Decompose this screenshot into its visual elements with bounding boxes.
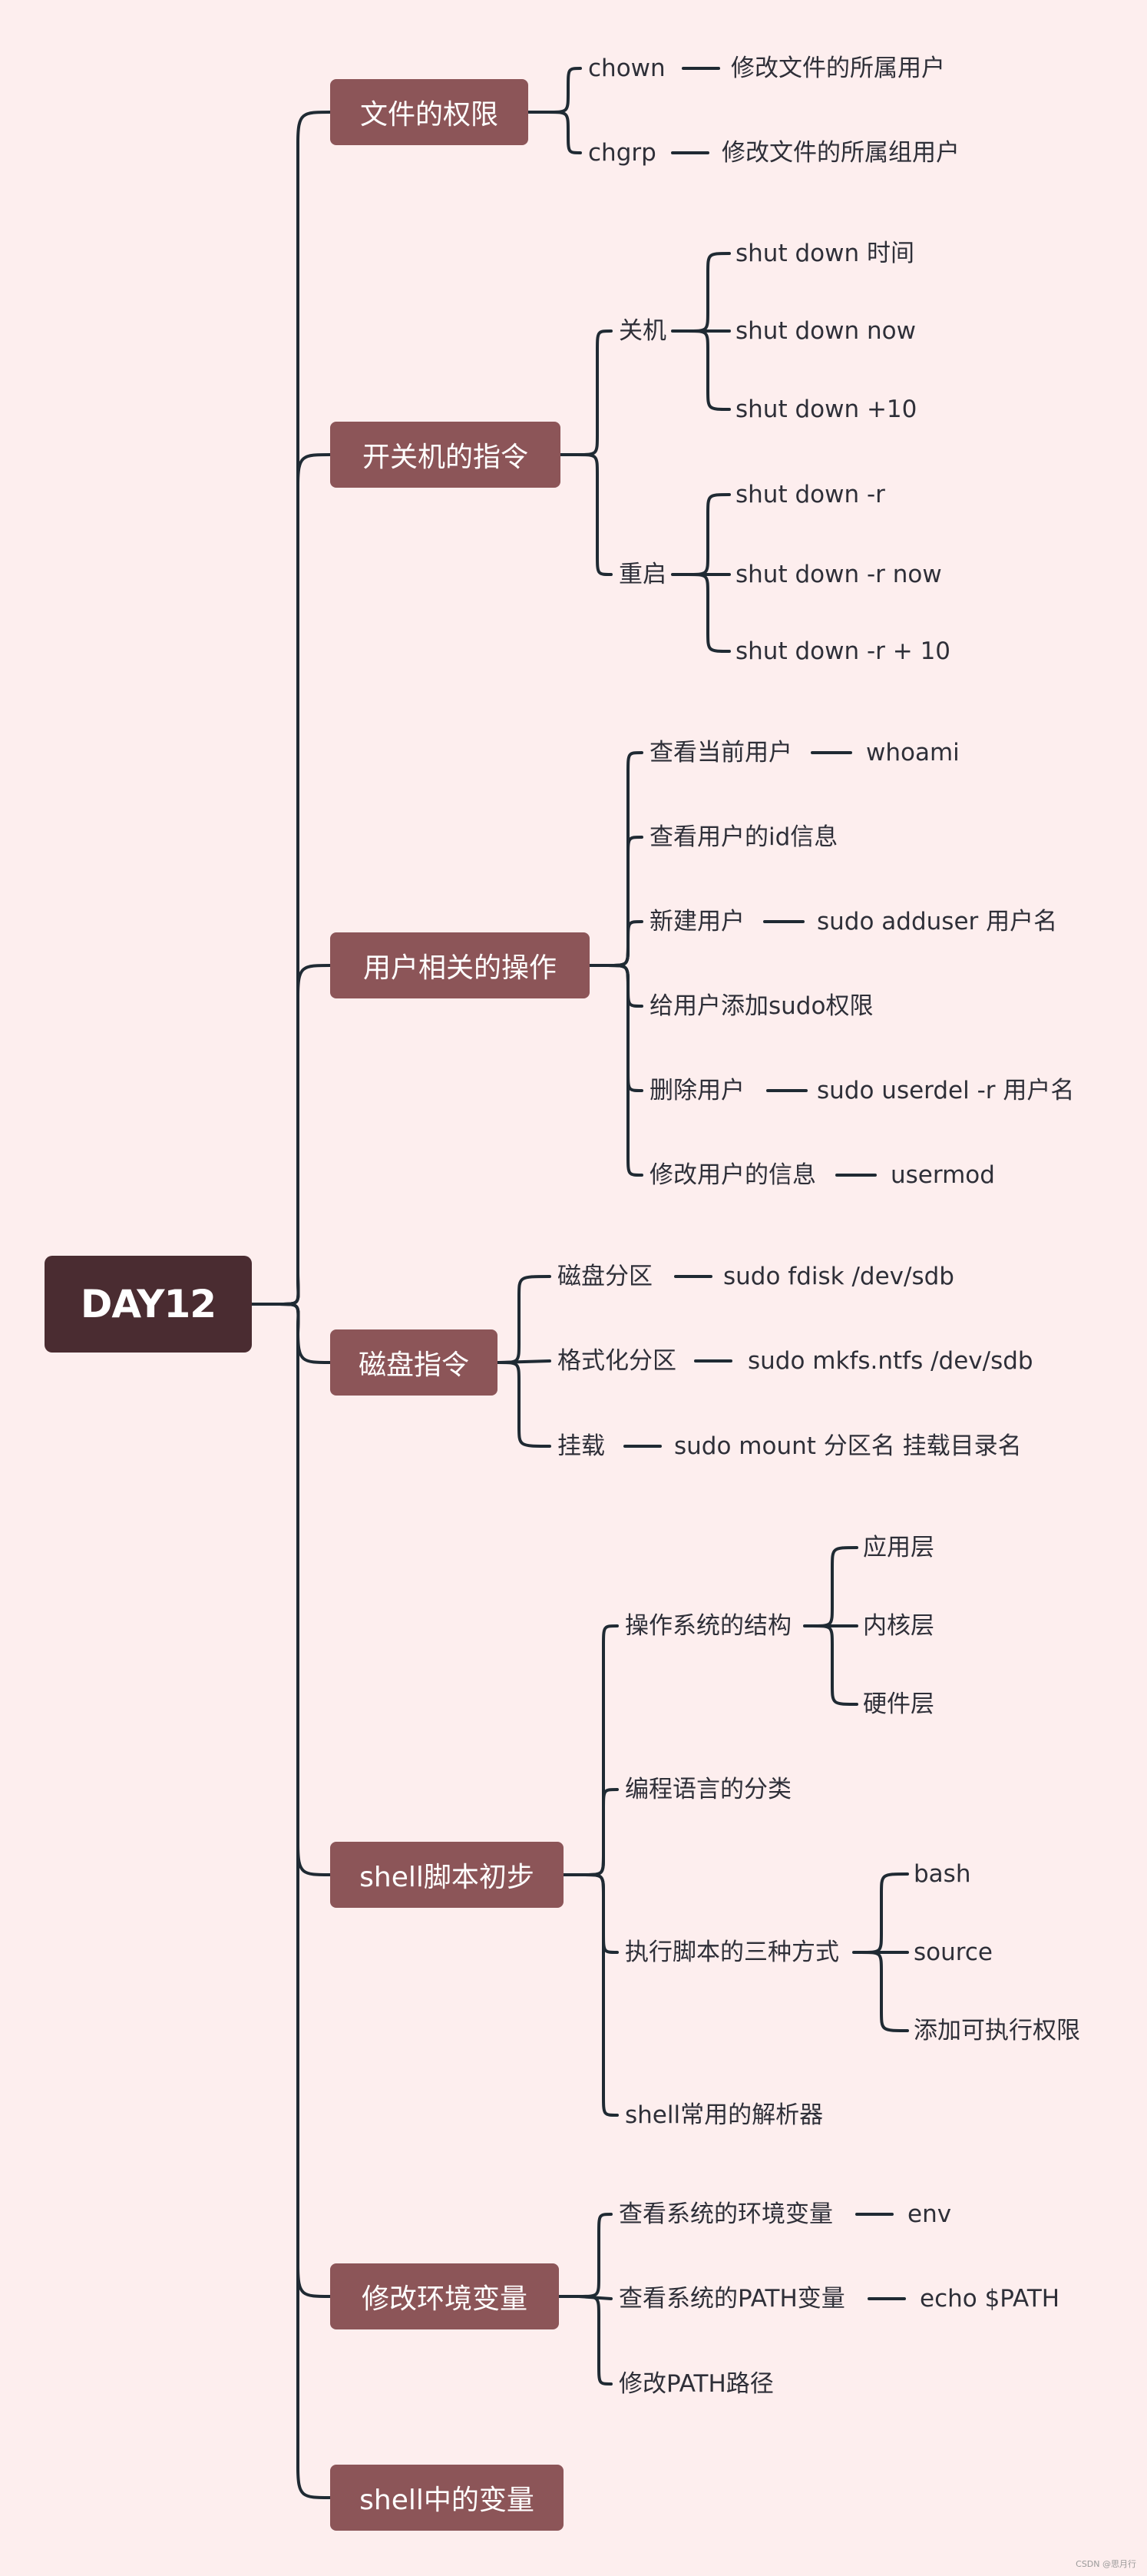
b6-detail-1[interactable]: env xyxy=(907,2200,952,2228)
b5-link-4 xyxy=(582,1873,619,2117)
b4-detail-3[interactable]: sudo mount 分区名 挂载目录名 xyxy=(674,1432,1022,1460)
b6-detail-2[interactable]: echo $PATH xyxy=(920,2285,1060,2313)
b3-item-6[interactable]: 修改用户的信息 xyxy=(650,1161,816,1189)
b6-item-3[interactable]: 修改PATH路径 xyxy=(619,2370,774,2398)
root-to-branch-1 xyxy=(250,111,332,1306)
b4-link-3 xyxy=(497,1361,551,1448)
b1-link-1 xyxy=(547,67,582,114)
b3-detail-3[interactable]: sudo adduser 用户名 xyxy=(817,908,1058,935)
b4-detail-1[interactable]: sudo fdisk /dev/sdb xyxy=(723,1263,954,1290)
b2-sub-link-1-3 xyxy=(686,329,731,411)
branch-3[interactable]: 用户相关的操作 xyxy=(330,932,590,998)
b3-detail-6[interactable]: usermod xyxy=(891,1161,995,1189)
branch-7[interactable]: shell中的变量 xyxy=(330,2465,564,2531)
b1-item-1[interactable]: chown xyxy=(588,55,666,82)
b2-sub-item-1-1[interactable]: shut down 时间 xyxy=(735,240,914,267)
b2-item-1[interactable]: 关机 xyxy=(619,317,666,345)
b3-link-1 xyxy=(607,751,643,967)
b2-sub-item-2-2[interactable]: shut down -r now xyxy=(735,561,942,588)
b2-sub-item-2-1[interactable]: shut down -r xyxy=(735,481,885,508)
b1-item-2[interactable]: chgrp xyxy=(588,139,656,167)
b5-sub-link-3-1 xyxy=(860,1872,909,1954)
root-to-branch-4 xyxy=(250,1303,332,1364)
b2-sub-link-1-1 xyxy=(686,252,731,333)
b5-sub-link-1-1 xyxy=(811,1546,858,1627)
b6-item-1[interactable]: 查看系统的环境变量 xyxy=(619,2200,833,2228)
branch-6[interactable]: 修改环境变量 xyxy=(330,2263,559,2329)
b4-link-1 xyxy=(497,1275,551,1364)
b5-sub-link-3-3 xyxy=(860,1951,909,2032)
root-to-branch-3 xyxy=(250,964,332,1306)
b5-sub-link-1-3 xyxy=(811,1624,858,1706)
b5-sub-item-1-1[interactable]: 应用层 xyxy=(863,1534,934,1561)
b6-link-1 xyxy=(577,2213,613,2298)
b2-sub-link-2-3 xyxy=(686,573,731,653)
b5-item-1[interactable]: 操作系统的结构 xyxy=(625,1612,792,1640)
b3-detail-5[interactable]: sudo userdel -r 用户名 xyxy=(817,1077,1075,1104)
b3-link-4 xyxy=(607,964,643,1008)
b5-link-2 xyxy=(582,1788,619,1876)
b3-item-2[interactable]: 查看用户的id信息 xyxy=(650,823,838,851)
root-to-branch-5 xyxy=(250,1303,332,1876)
b3-item-1[interactable]: 查看当前用户 xyxy=(650,739,792,767)
b3-link-2 xyxy=(607,836,643,967)
b5-item-4[interactable]: shell常用的解析器 xyxy=(625,2101,824,2129)
root-to-branch-7 xyxy=(250,1303,332,2499)
branch-5[interactable]: shell脚本初步 xyxy=(330,1842,564,1908)
b5-link-3 xyxy=(582,1873,619,1954)
root-to-branch-6 xyxy=(250,1303,332,2298)
b2-link-1 xyxy=(576,329,613,456)
b3-item-4[interactable]: 给用户添加sudo权限 xyxy=(650,992,874,1020)
b2-item-2[interactable]: 重启 xyxy=(619,561,666,588)
branch-2[interactable]: 开关机的指令 xyxy=(330,422,560,488)
b5-link-1 xyxy=(582,1624,619,1876)
b1-link-2 xyxy=(547,111,582,154)
b6-item-2[interactable]: 查看系统的PATH变量 xyxy=(619,2285,845,2313)
b3-link-5 xyxy=(607,964,643,1092)
b2-sub-item-1-2[interactable]: shut down now xyxy=(735,317,916,345)
b4-item-1[interactable]: 磁盘分区 xyxy=(557,1263,653,1290)
b1-detail-1[interactable]: 修改文件的所属用户 xyxy=(731,55,945,82)
b3-link-3 xyxy=(607,920,643,967)
b2-link-2 xyxy=(576,453,613,576)
b5-sub-item-3-1[interactable]: bash xyxy=(914,1860,971,1888)
b5-sub-item-1-3[interactable]: 硬件层 xyxy=(863,1690,934,1718)
watermark: CSDN @思月行 xyxy=(1076,2559,1136,2569)
b5-item-2[interactable]: 编程语言的分类 xyxy=(625,1776,792,1803)
b3-item-3[interactable]: 新建用户 xyxy=(650,908,745,935)
b2-sub-link-2-1 xyxy=(686,493,731,576)
b3-detail-1[interactable]: whoami xyxy=(866,739,960,767)
b3-item-5[interactable]: 删除用户 xyxy=(650,1077,745,1104)
b5-sub-item-3-3[interactable]: 添加可执行权限 xyxy=(914,2017,1080,2045)
b4-item-2[interactable]: 格式化分区 xyxy=(557,1347,676,1375)
branch-4[interactable]: 磁盘指令 xyxy=(330,1329,497,1396)
b5-sub-item-1-2[interactable]: 内核层 xyxy=(863,1612,934,1640)
root-node[interactable]: DAY12 xyxy=(45,1256,252,1353)
branch-1[interactable]: 文件的权限 xyxy=(330,79,528,145)
b5-sub-item-3-2[interactable]: source xyxy=(914,1939,993,1966)
b3-link-6 xyxy=(607,964,643,1177)
root-to-branch-2 xyxy=(250,453,332,1306)
b2-sub-item-1-3[interactable]: shut down +10 xyxy=(735,396,917,423)
b6-link-3 xyxy=(577,2295,613,2386)
b5-item-3[interactable]: 执行脚本的三种方式 xyxy=(625,1939,839,1966)
b4-item-3[interactable]: 挂载 xyxy=(557,1432,605,1460)
b1-detail-2[interactable]: 修改文件的所属组用户 xyxy=(722,139,960,167)
b4-detail-2[interactable]: sudo mkfs.ntfs /dev/sdb xyxy=(748,1347,1033,1375)
b2-sub-item-2-3[interactable]: shut down -r + 10 xyxy=(735,637,951,665)
